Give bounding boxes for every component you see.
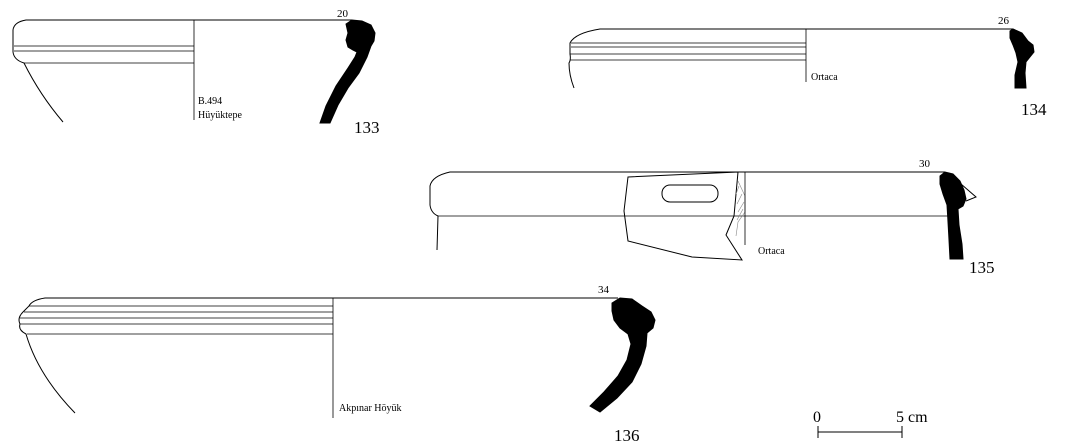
vessel-133-catalog-number: 133 (354, 118, 380, 137)
vessel-135-diameter: 30 (919, 158, 931, 170)
vessel-136: 34 Akpınar Höyük 136 (18, 284, 656, 443)
vessel-133-profile-section (319, 19, 376, 124)
vessel-136-diameter: 34 (598, 284, 610, 296)
vessel-133-site-label-line2: Hüyüktepe (198, 110, 242, 121)
vessel-133-outline (12, 19, 352, 123)
vessel-136-outline (18, 297, 618, 414)
scale-bar: 0 5 cm (813, 409, 928, 438)
vessel-135-applique-hatching (735, 185, 745, 221)
vessel-134-catalog-number: 134 (1021, 100, 1047, 119)
vessel-135-site-label: Ortaca (758, 246, 785, 257)
vessel-135: 30 Ortaca 135 (429, 158, 995, 277)
vessel-135-applique (623, 171, 743, 261)
vessel-135-lip-outline (960, 183, 977, 202)
vessel-134-diameter: 26 (998, 15, 1010, 27)
vessel-134-profile-section (1009, 28, 1035, 89)
vessel-136-profile-section (589, 297, 656, 413)
vessel-135-profile-section (939, 171, 967, 260)
vessel-135-catalog-number: 135 (969, 258, 995, 277)
vessel-134: 26 Ortaca 134 (568, 15, 1047, 119)
vessel-135-applique-edge (735, 180, 746, 237)
vessel-133: 20 B.494 Hüyüktepe 133 (12, 8, 380, 137)
vessel-135-outline (429, 171, 945, 251)
vessel-135-handle-hole (661, 184, 719, 203)
vessel-133-site-label-line1: B.494 (198, 96, 222, 107)
vessel-134-site-label: Ortaca (811, 72, 838, 83)
vessel-136-site-label: Akpınar Höyük (339, 403, 402, 414)
vessel-133-diameter: 20 (337, 8, 349, 20)
scale-bar-end-label: 5 cm (896, 409, 928, 426)
vessel-136-catalog-number: 136 (614, 426, 640, 443)
vessel-134-outline (568, 28, 1013, 89)
scale-bar-start-label: 0 (813, 409, 821, 426)
